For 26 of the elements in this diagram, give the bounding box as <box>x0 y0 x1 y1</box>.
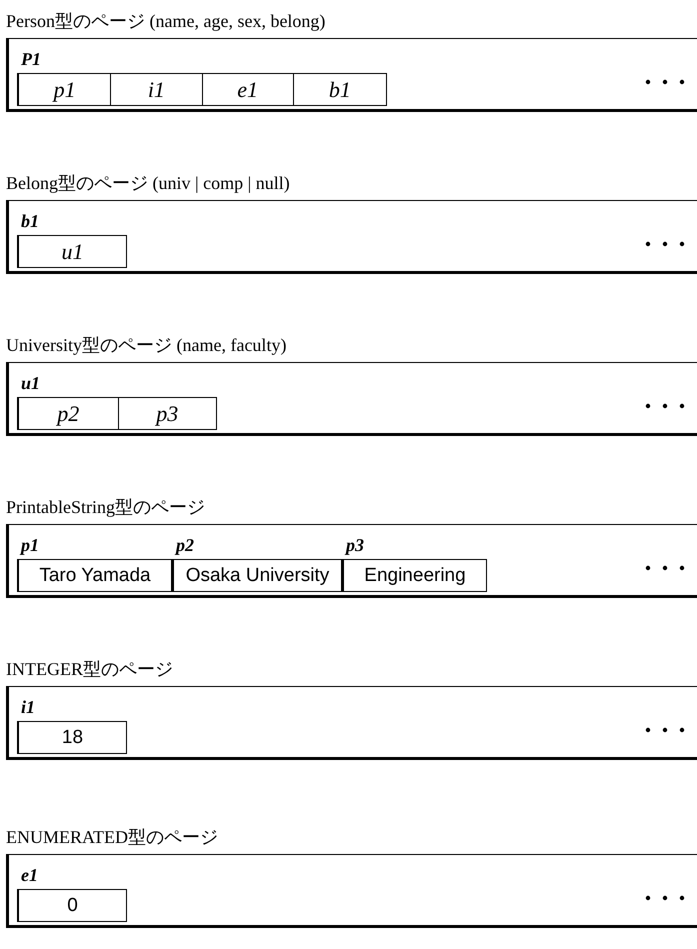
field-value: 0 <box>66 894 79 918</box>
record-label: e1 <box>21 865 38 886</box>
record-label: b1 <box>21 211 39 232</box>
page-title: University型のページ (name, faculty) <box>6 334 286 357</box>
record-label: u1 <box>21 373 40 394</box>
record-cell: i1 <box>110 74 202 105</box>
field-value: u1 <box>60 238 84 266</box>
field-value: Engineering <box>363 564 467 588</box>
field-value: Osaka University <box>184 564 330 588</box>
record-cell: p2 <box>19 398 118 429</box>
record-label: p3 <box>346 535 364 556</box>
record-cell: e1 <box>202 74 293 105</box>
record-label: p1 <box>21 535 39 556</box>
record-cell: p1 <box>19 74 110 105</box>
record-cell: b1 <box>292 74 386 105</box>
page-title: PrintableString型のページ <box>6 496 205 519</box>
page-title: ENUMERATED型のページ <box>6 826 218 849</box>
page-title: Person型のページ (name, age, sex, belong) <box>6 10 326 33</box>
page-title: INTEGER型のページ <box>6 658 173 681</box>
page-title: Belong型のページ (univ | comp | null) <box>6 172 290 195</box>
record-label: P1 <box>21 49 41 70</box>
field-value: 18 <box>60 726 84 750</box>
record-cell: p3 <box>118 398 216 429</box>
record-label: p2 <box>176 535 194 556</box>
field-value: Taro Yamada <box>38 564 152 588</box>
record-label: i1 <box>21 697 36 718</box>
